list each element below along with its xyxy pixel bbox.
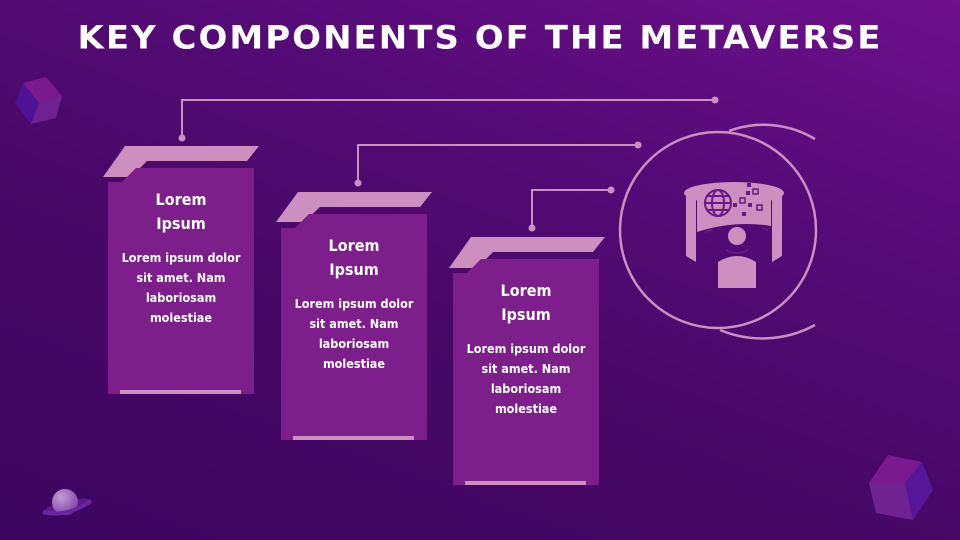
card-body-line: laboriosam xyxy=(145,290,217,305)
card-title-line2: Ipsum xyxy=(329,260,379,279)
metaverse-vr-user-icon xyxy=(684,182,784,288)
card-body: Lorem ipsum dolor sit amet. Nam laborios… xyxy=(289,294,419,374)
card-body-line: sit amet. Nam xyxy=(136,270,226,285)
card-body: Lorem ipsum dolor sit amet. Nam laborios… xyxy=(116,248,246,328)
pixel-squares xyxy=(733,183,763,216)
globe-icon xyxy=(704,189,769,233)
card-bottom-bar xyxy=(465,481,586,485)
card-body-line: molestiae xyxy=(322,356,386,371)
card-title-line2: Ipsum xyxy=(156,214,206,233)
card-body-line: sit amet. Nam xyxy=(481,361,571,376)
card-body-line: molestiae xyxy=(149,310,213,325)
card-body: Lorem ipsum dolor sit amet. Nam laborios… xyxy=(461,339,591,419)
card-title-line1: Lorem xyxy=(328,236,380,255)
planet-icon xyxy=(42,489,93,516)
card-body-line: Lorem ipsum dolor xyxy=(466,341,586,356)
card-body-line: Lorem ipsum dolor xyxy=(294,296,414,311)
connector-lines xyxy=(181,99,715,228)
card-body-line: Lorem ipsum dolor xyxy=(121,250,241,265)
card-title-line1: Lorem xyxy=(500,281,552,300)
card-bottom-bar xyxy=(120,390,241,394)
circle-frame xyxy=(618,123,818,340)
component-card-2: Lorem Ipsum Lorem ipsum dolor sit amet. … xyxy=(281,214,427,440)
page-title: KEY COMPONENTS OF THE METAVERSE xyxy=(77,19,883,57)
card-body-line: sit amet. Nam xyxy=(309,316,399,331)
card-title-line2: Ipsum xyxy=(501,305,551,324)
cube-icon xyxy=(15,77,62,124)
component-card-3: Lorem Ipsum Lorem ipsum dolor sit amet. … xyxy=(453,259,599,485)
card-tabs xyxy=(103,146,605,268)
cube-icon xyxy=(869,455,933,520)
card-bottom-bar xyxy=(293,436,414,440)
card-body-line: laboriosam xyxy=(490,381,562,396)
card-body-line: laboriosam xyxy=(318,336,390,351)
card-title-line1: Lorem xyxy=(155,190,207,209)
card-body-line: molestiae xyxy=(494,401,558,416)
component-card-1: Lorem Ipsum Lorem ipsum dolor sit amet. … xyxy=(108,168,254,394)
